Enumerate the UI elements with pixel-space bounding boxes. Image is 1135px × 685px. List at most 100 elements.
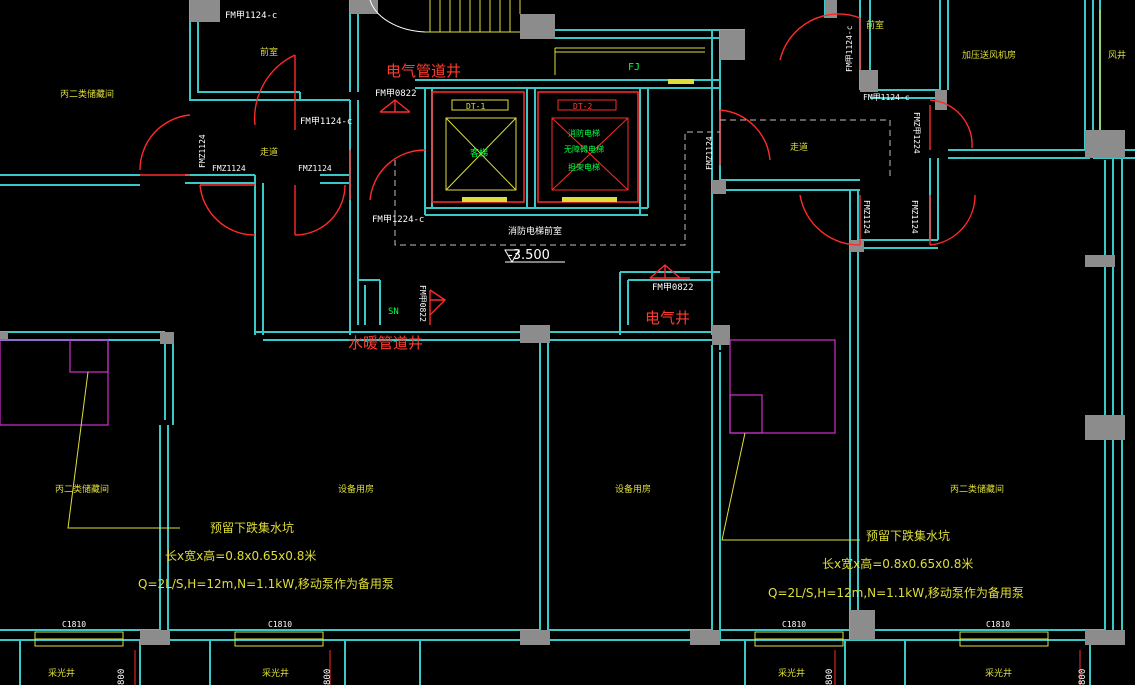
column-icon [140,630,170,645]
room-label: 丙二类储藏间 [950,483,1004,495]
door-swing-icon [139,114,191,176]
dimension-label: 800 [1078,669,1088,685]
shaft-label: FJ [628,62,640,73]
room-label: 采光井 [262,667,289,679]
labels: FM甲1124-c 前室 丙二类储藏间 FMZ1124 走道 FMZ1124 F… [48,10,1126,685]
door-label: FM甲0822 [375,88,417,99]
column-icon [0,332,8,340]
elevator-type: 消防电梯 [568,128,600,138]
sump-pit-icon [729,339,836,434]
door-swing-icon [929,194,976,246]
room-label: 加压送风机房 [962,49,1016,61]
column-icon [712,180,726,194]
door-label: FMZ1124 [705,136,714,170]
door-label: FM甲0822 [418,285,427,322]
door-label: FMZ1124 [198,134,207,168]
structural-columns [0,0,1125,645]
door-swing-icon [429,289,447,325]
room-label: 设备用房 [338,483,374,495]
room-label: 前室 [260,46,278,58]
dimension-label: 800 [117,669,127,685]
elevator-type: 担架电梯 [568,162,600,172]
room-label: 采光井 [985,667,1012,679]
sump-pump: Q=2L/S,H=12m,N=1.1kW,移动泵作为备用泵 [768,586,1024,600]
window-icon [754,631,844,647]
column-icon [1085,630,1125,645]
level-marker-icon [504,249,565,263]
elevator-car-icon [551,117,629,191]
door-swing-icon [199,184,256,236]
door-label: FM甲1124-c [845,25,854,72]
sump-pits [0,339,836,434]
annotation-title: 水暖管道井 [348,334,423,352]
door-label: FM甲1124-c [300,116,352,127]
column-icon [1085,415,1125,440]
window-label: C1810 [986,620,1010,629]
column-icon [860,70,878,92]
stair-treads [369,0,1101,130]
doors [139,13,976,325]
window-icon [959,631,1049,647]
room-label: 消防电梯前室 [508,225,562,237]
room-label: 走道 [790,141,808,153]
elevator-car-icon [445,117,517,191]
window-icon [34,631,124,647]
door-swing-icon [253,54,296,130]
windows [34,631,1049,647]
dimension-label: 800 [323,669,333,685]
room-label: 设备用房 [615,483,651,495]
column-icon [850,610,875,640]
dimension-label: 800 [825,669,835,685]
room-label: 丙二类储藏间 [55,483,109,495]
column-icon [520,14,555,39]
column-icon [690,630,720,645]
room-label: 采光井 [48,667,75,679]
elevator-id: DT-2 [573,102,592,111]
door-swing-icon [649,264,690,279]
door-label: FM甲1224-c [372,214,424,225]
column-icon [160,332,174,344]
light-well-ticks [134,650,1081,685]
door-swing-icon [349,149,426,201]
elevator-shafts [431,91,639,203]
level-value: -3.500 [508,248,550,263]
door-label: FM甲1124-c [863,93,910,102]
door-label: FM甲1124-c [225,10,277,21]
door-swing-icon [294,184,346,236]
elevator-type: 无障碍电梯 [564,144,604,154]
window-label: C1810 [782,620,806,629]
column-icon [350,0,378,14]
room-label: 风井 [1108,49,1126,61]
door-label: FMZ1124 [212,164,246,173]
sump-dims: 长x宽x高=0.8x0.65x0.8米 [822,556,973,571]
column-icon [712,325,730,345]
column-icon [720,30,745,60]
window-label: C1810 [62,620,86,629]
room-label: 丙二类储藏间 [60,88,114,100]
room-label: 采光井 [778,667,805,679]
column-icon [520,325,550,343]
column-icon [520,630,550,645]
sump-pit-icon [0,339,109,426]
door-swing-icon [799,194,861,246]
elevator-type: 客梯 [470,147,488,159]
fj-grille-icon [668,79,694,84]
door-label: FM甲0822 [652,282,694,293]
door-label: FMZ1124 [910,200,919,234]
lobby-dashed-outline [394,119,891,246]
door-swing-icon [929,99,973,150]
door-label: FMZ1124 [862,200,871,234]
annotation-title: 电气管道井 [386,62,461,80]
window-icon [234,631,324,647]
shaft-label: SN [388,307,399,317]
column-icon [1085,255,1115,267]
sump-pump: Q=2L/S,H=12m,N=1.1kW,移动泵作为备用泵 [138,577,394,591]
column-icon [850,240,864,252]
sump-title: 预留下跌集水坑 [210,520,294,535]
sump-dims: 长x宽x高=0.8x0.65x0.8米 [165,548,316,563]
door-swing-icon [779,13,861,70]
sump-title: 预留下跌集水坑 [866,528,950,543]
